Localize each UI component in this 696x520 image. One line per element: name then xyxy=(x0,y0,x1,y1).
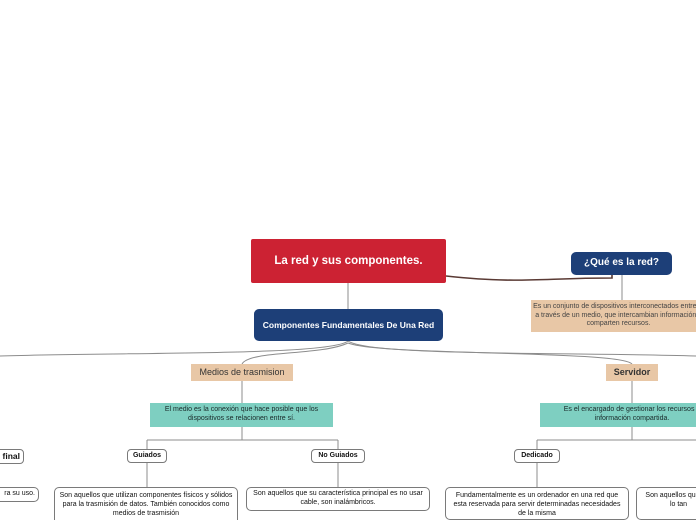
guiados-description-text: Son aquellos que utilizan componentes fí… xyxy=(59,492,233,517)
left-partial-card[interactable]: ra su uso. xyxy=(0,487,39,502)
medios-topic[interactable]: Medios de trasmision xyxy=(191,364,293,381)
no-guiados-topic[interactable]: No Guiados xyxy=(311,449,365,463)
no-guiados-description[interactable]: Son aquellos que su característica princ… xyxy=(246,487,430,511)
central-topic[interactable]: La red y sus componentes. xyxy=(251,239,446,283)
servidor-right-card[interactable]: Son aquellos que por lo tan xyxy=(636,487,696,520)
dedicado-description-text: Fundamentalmente es un ordenador en una … xyxy=(453,492,621,517)
servidor-description[interactable]: Es el encargado de gestionar los recurso… xyxy=(540,403,696,427)
no-guiados-description-text: Son aquellos que su característica princ… xyxy=(253,490,423,506)
question-topic[interactable]: ¿Qué es la red? xyxy=(571,252,672,275)
no-guiados-topic-label: No Guiados xyxy=(318,451,358,459)
guiados-topic-label: Guiados xyxy=(132,451,161,459)
link-medios-branches xyxy=(146,427,339,449)
link-root-question xyxy=(445,275,613,281)
link-servidor-branches xyxy=(536,427,696,449)
medios-description-text: El medio es la conexión que hace posible… xyxy=(164,406,319,422)
question-answer[interactable]: Es un conjunto de dispositivos intercone… xyxy=(531,300,696,332)
left-partial-card-text: ra su uso. xyxy=(4,490,35,498)
medios-description[interactable]: El medio es la conexión que hace posible… xyxy=(150,403,333,427)
link-main-left xyxy=(0,340,349,357)
central-topic-label: La red y sus componentes. xyxy=(274,254,423,267)
main-topic[interactable]: Componentes Fundamentales De Una Red xyxy=(254,309,443,341)
dedicado-description[interactable]: Fundamentalmente es un ordenador en una … xyxy=(445,487,629,520)
servidor-right-card-text: Son aquellos que por lo tan xyxy=(645,492,696,508)
main-topic-label: Componentes Fundamentales De Una Red xyxy=(262,319,435,330)
question-topic-label: ¿Qué es la red? xyxy=(583,257,660,269)
guiados-topic[interactable]: Guiados xyxy=(127,449,167,463)
link-main-medios xyxy=(241,342,349,365)
servidor-topic-label: Servidor xyxy=(613,366,651,377)
link-main-servidor xyxy=(347,342,633,365)
left-partial-topic[interactable]: final xyxy=(0,449,24,464)
dedicado-topic-label: Dedicado xyxy=(521,451,553,459)
medios-topic-label: Medios de trasmision xyxy=(199,366,285,377)
left-partial-topic-label: final xyxy=(2,451,20,462)
guiados-description[interactable]: Son aquellos que utilizan componentes fí… xyxy=(54,487,238,520)
dedicado-topic[interactable]: Dedicado xyxy=(514,449,560,463)
question-answer-text: Es un conjunto de dispositivos intercone… xyxy=(533,302,696,328)
servidor-topic[interactable]: Servidor xyxy=(606,364,658,381)
servidor-description-text: Es el encargado de gestionar los recurso… xyxy=(563,406,696,422)
